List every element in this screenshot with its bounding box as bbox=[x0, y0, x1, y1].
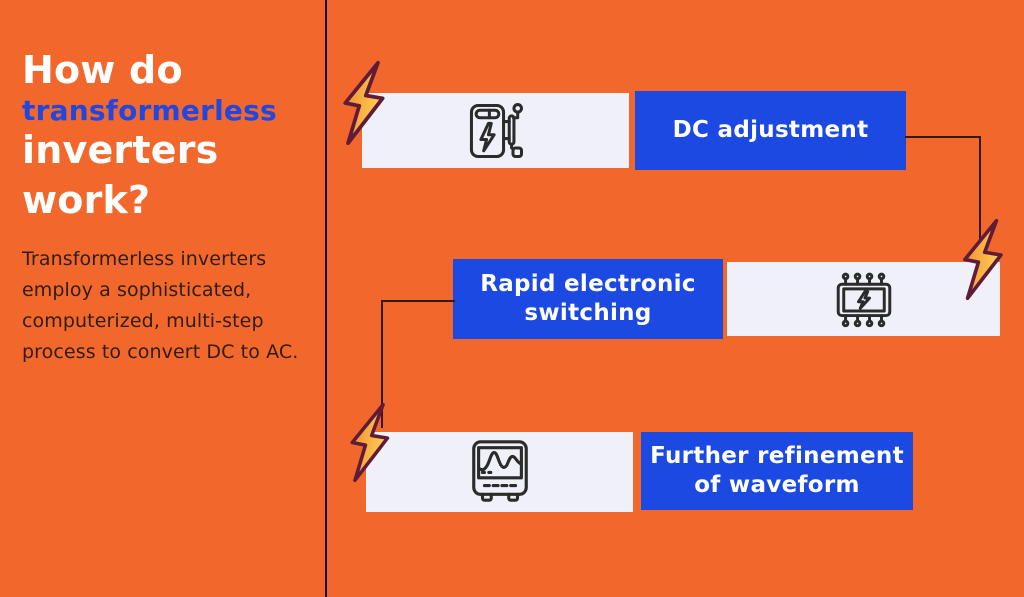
oscilloscope-icon bbox=[471, 440, 528, 502]
connector-2-vertical bbox=[381, 300, 383, 428]
step-3-icon-panel bbox=[366, 432, 633, 512]
connector-1-horizontal bbox=[905, 136, 981, 138]
step-1-icon-panel bbox=[362, 93, 629, 168]
step-2-label: Rapid electronic switching bbox=[480, 270, 696, 326]
title-line-4: work? bbox=[22, 178, 151, 223]
step-1-label-box: DC adjustment bbox=[635, 91, 906, 170]
step-1-label: DC adjustment bbox=[672, 116, 869, 143]
lightning-bolt-icon bbox=[350, 402, 390, 483]
lightning-bolt-icon bbox=[963, 218, 1003, 301]
step-2-icon-panel bbox=[727, 262, 1000, 336]
battery-charger-icon bbox=[469, 102, 523, 158]
lightning-bolt-icon bbox=[343, 60, 385, 146]
title-line-3: inverters bbox=[22, 127, 219, 172]
step-2-label-box: Rapid electronic switching bbox=[453, 259, 723, 339]
title-line-1: How do bbox=[22, 48, 183, 92]
divider-line bbox=[325, 0, 327, 597]
left-panel: How do transformerless inverters work? T… bbox=[22, 50, 318, 387]
step-3-label: Further refinement of waveform bbox=[650, 442, 904, 498]
connector-2-horizontal bbox=[381, 300, 455, 302]
microchip-icon bbox=[836, 272, 891, 328]
title-line-2: transformerless bbox=[22, 94, 277, 128]
step-3-label-box: Further refinement of waveform bbox=[641, 432, 913, 510]
connector-1-vertical bbox=[979, 136, 981, 240]
description-text: Transformerless inverters employ a sophi… bbox=[22, 248, 299, 363]
